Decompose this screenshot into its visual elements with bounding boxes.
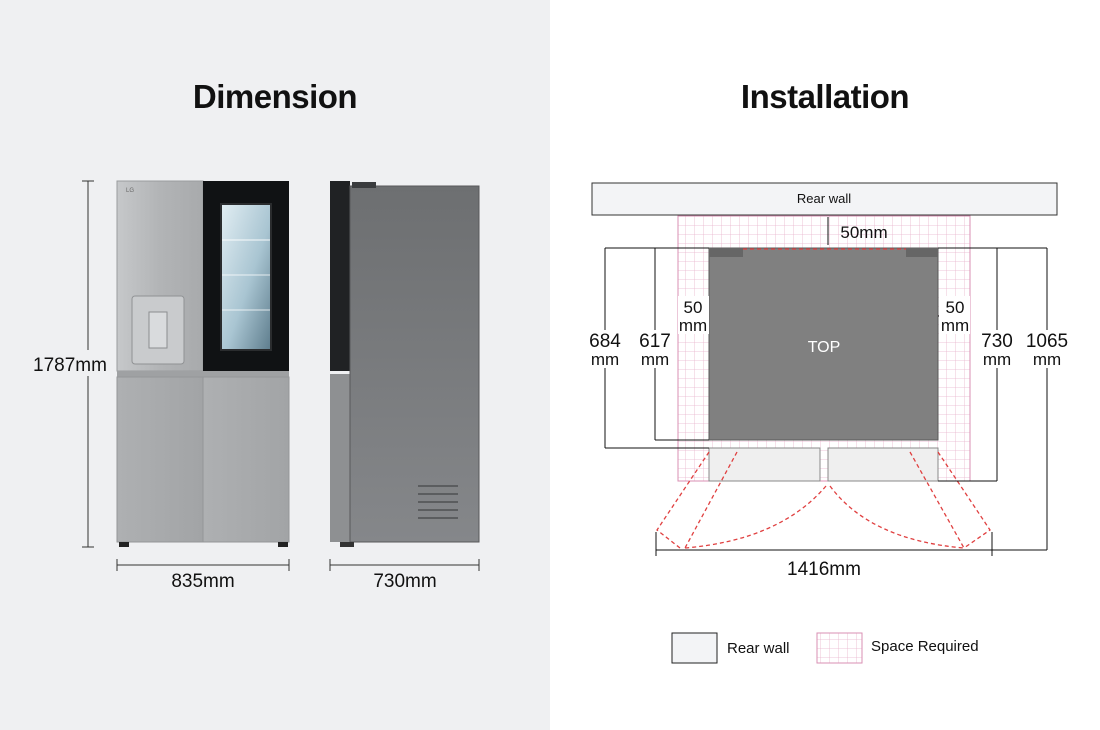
depth-730-unit: mm [983, 350, 1011, 369]
left-gap-value: 50 [684, 298, 703, 317]
top-label: TOP [808, 339, 841, 356]
depth-617-unit: mm [641, 350, 669, 369]
depth-684-unit: mm [591, 350, 619, 369]
rear-gap-label: 50mm [840, 223, 887, 242]
installation-drawing: Rear wall 50mm TOP 50 mm 50 mm [586, 182, 1075, 664]
left-door [708, 447, 821, 482]
depth-label: 730mm [373, 571, 436, 592]
width-1416-label: 1416mm [787, 559, 861, 580]
depth-1065-value: 1065 [1026, 331, 1068, 352]
door-swing-paths [656, 451, 991, 549]
legend-space-required-swatch [816, 632, 863, 664]
rear-wall-label: Rear wall [797, 191, 851, 206]
dimension-panel: Dimension [0, 0, 550, 730]
brand-logo: LG [126, 188, 134, 194]
width-label: 835mm [171, 571, 234, 592]
depth-1065-dimension [992, 248, 1048, 551]
fridge-side-view [330, 181, 480, 547]
depth-617-value: 617 [639, 331, 671, 352]
right-gap-value: 50 [946, 298, 965, 317]
depth-dimension [329, 559, 480, 571]
installation-title: Installation [740, 78, 910, 115]
legend-space-required-label: Space Required [871, 638, 979, 655]
fridge-top-block [708, 247, 939, 441]
legend-rear-wall-swatch [671, 632, 718, 664]
dimension-title: Dimension [192, 78, 358, 115]
depth-684-value: 684 [589, 331, 621, 352]
fridge-front-view: LG [116, 180, 290, 547]
rear-wall [591, 182, 1058, 216]
installation-panel: Installation Rear wall 50mm TOP [550, 0, 1100, 730]
width-1416-dimension [655, 532, 993, 556]
height-label: 1787mm [33, 355, 107, 376]
depth-730-value: 730 [981, 331, 1013, 352]
left-gap-unit: mm [679, 316, 707, 335]
depth-1065-unit: mm [1033, 350, 1061, 369]
dimension-drawing: LG 1787mm 835mm [33, 180, 480, 592]
width-dimension [116, 559, 290, 571]
right-door [827, 447, 939, 482]
right-gap-unit: mm [941, 316, 969, 335]
legend-rear-wall-label: Rear wall [727, 640, 790, 657]
